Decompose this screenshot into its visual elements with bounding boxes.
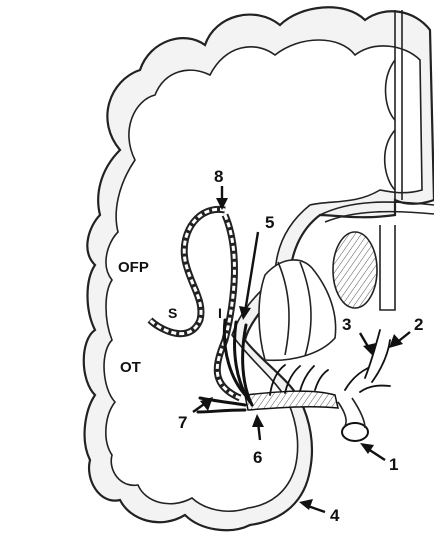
label-s: S bbox=[168, 305, 177, 321]
label-6: 6 bbox=[253, 448, 262, 467]
arrow-4-head bbox=[299, 499, 313, 510]
label-ofp: OFP bbox=[118, 259, 149, 276]
label-7: 7 bbox=[178, 413, 187, 432]
mca-trunk bbox=[245, 391, 338, 410]
label-5: 5 bbox=[265, 213, 274, 232]
lenticulostriate-3 bbox=[300, 366, 314, 391]
label-4: 4 bbox=[330, 506, 340, 525]
label-i: I bbox=[218, 305, 222, 321]
lentiform-nucleus bbox=[259, 260, 336, 360]
label-2: 2 bbox=[414, 315, 423, 334]
label-8: 8 bbox=[214, 167, 223, 186]
lenticulostriate-4 bbox=[315, 370, 328, 390]
thalamus bbox=[333, 232, 377, 308]
label-3: 3 bbox=[342, 315, 351, 334]
arrow-2-head bbox=[389, 334, 403, 348]
label-ot: OT bbox=[120, 359, 141, 376]
label-1: 1 bbox=[389, 455, 398, 474]
ventricle-wall bbox=[380, 225, 395, 310]
